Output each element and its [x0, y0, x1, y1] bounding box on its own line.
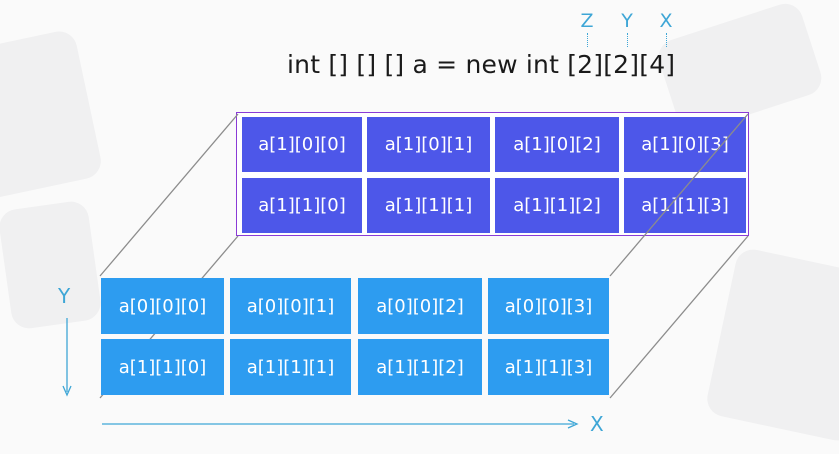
x-axis-arrowhead — [567, 419, 579, 429]
axis-label-y: Y — [621, 10, 633, 32]
front-layer-cell: a[0][0][1] — [230, 278, 351, 334]
back-layer-cell: a[1][1][1] — [367, 178, 490, 233]
y-axis-arrowhead — [62, 385, 72, 397]
front-layer-cell: a[1][1][0] — [101, 339, 224, 395]
axis-label-y-left: Y — [58, 284, 71, 308]
depth-line-bottom-right — [609, 235, 749, 399]
depth-line-top-left — [99, 113, 239, 277]
front-layer-cell: a[1][1][2] — [358, 339, 482, 395]
back-layer-cell: a[1][0][0] — [242, 117, 362, 172]
axis-tick-y — [627, 33, 628, 47]
back-layer-cell: a[1][0][1] — [367, 117, 490, 172]
front-layer-cell: a[1][1][1] — [230, 339, 351, 395]
front-layer-cell: a[1][1][3] — [488, 339, 609, 395]
back-layer-cell: a[1][1][0] — [242, 178, 362, 233]
axis-label-x: X — [659, 10, 673, 32]
depth-line-top-right — [609, 113, 749, 277]
axis-tick-z — [587, 33, 588, 47]
front-layer-cell: a[0][0][0] — [101, 278, 224, 334]
back-layer-cell: a[1][0][2] — [495, 117, 619, 172]
back-layer-cell: a[1][0][3] — [624, 117, 746, 172]
front-layer-cell: a[0][0][2] — [358, 278, 482, 334]
front-layer-cell: a[0][0][3] — [488, 278, 609, 334]
back-layer-cell: a[1][1][2] — [495, 178, 619, 233]
array-declaration: int [] [] [] a = new int [2][2][4] — [287, 50, 676, 79]
axis-tick-x — [666, 33, 667, 47]
axis-label-z: Z — [580, 10, 594, 32]
axis-label-x-bottom: X — [590, 412, 604, 436]
